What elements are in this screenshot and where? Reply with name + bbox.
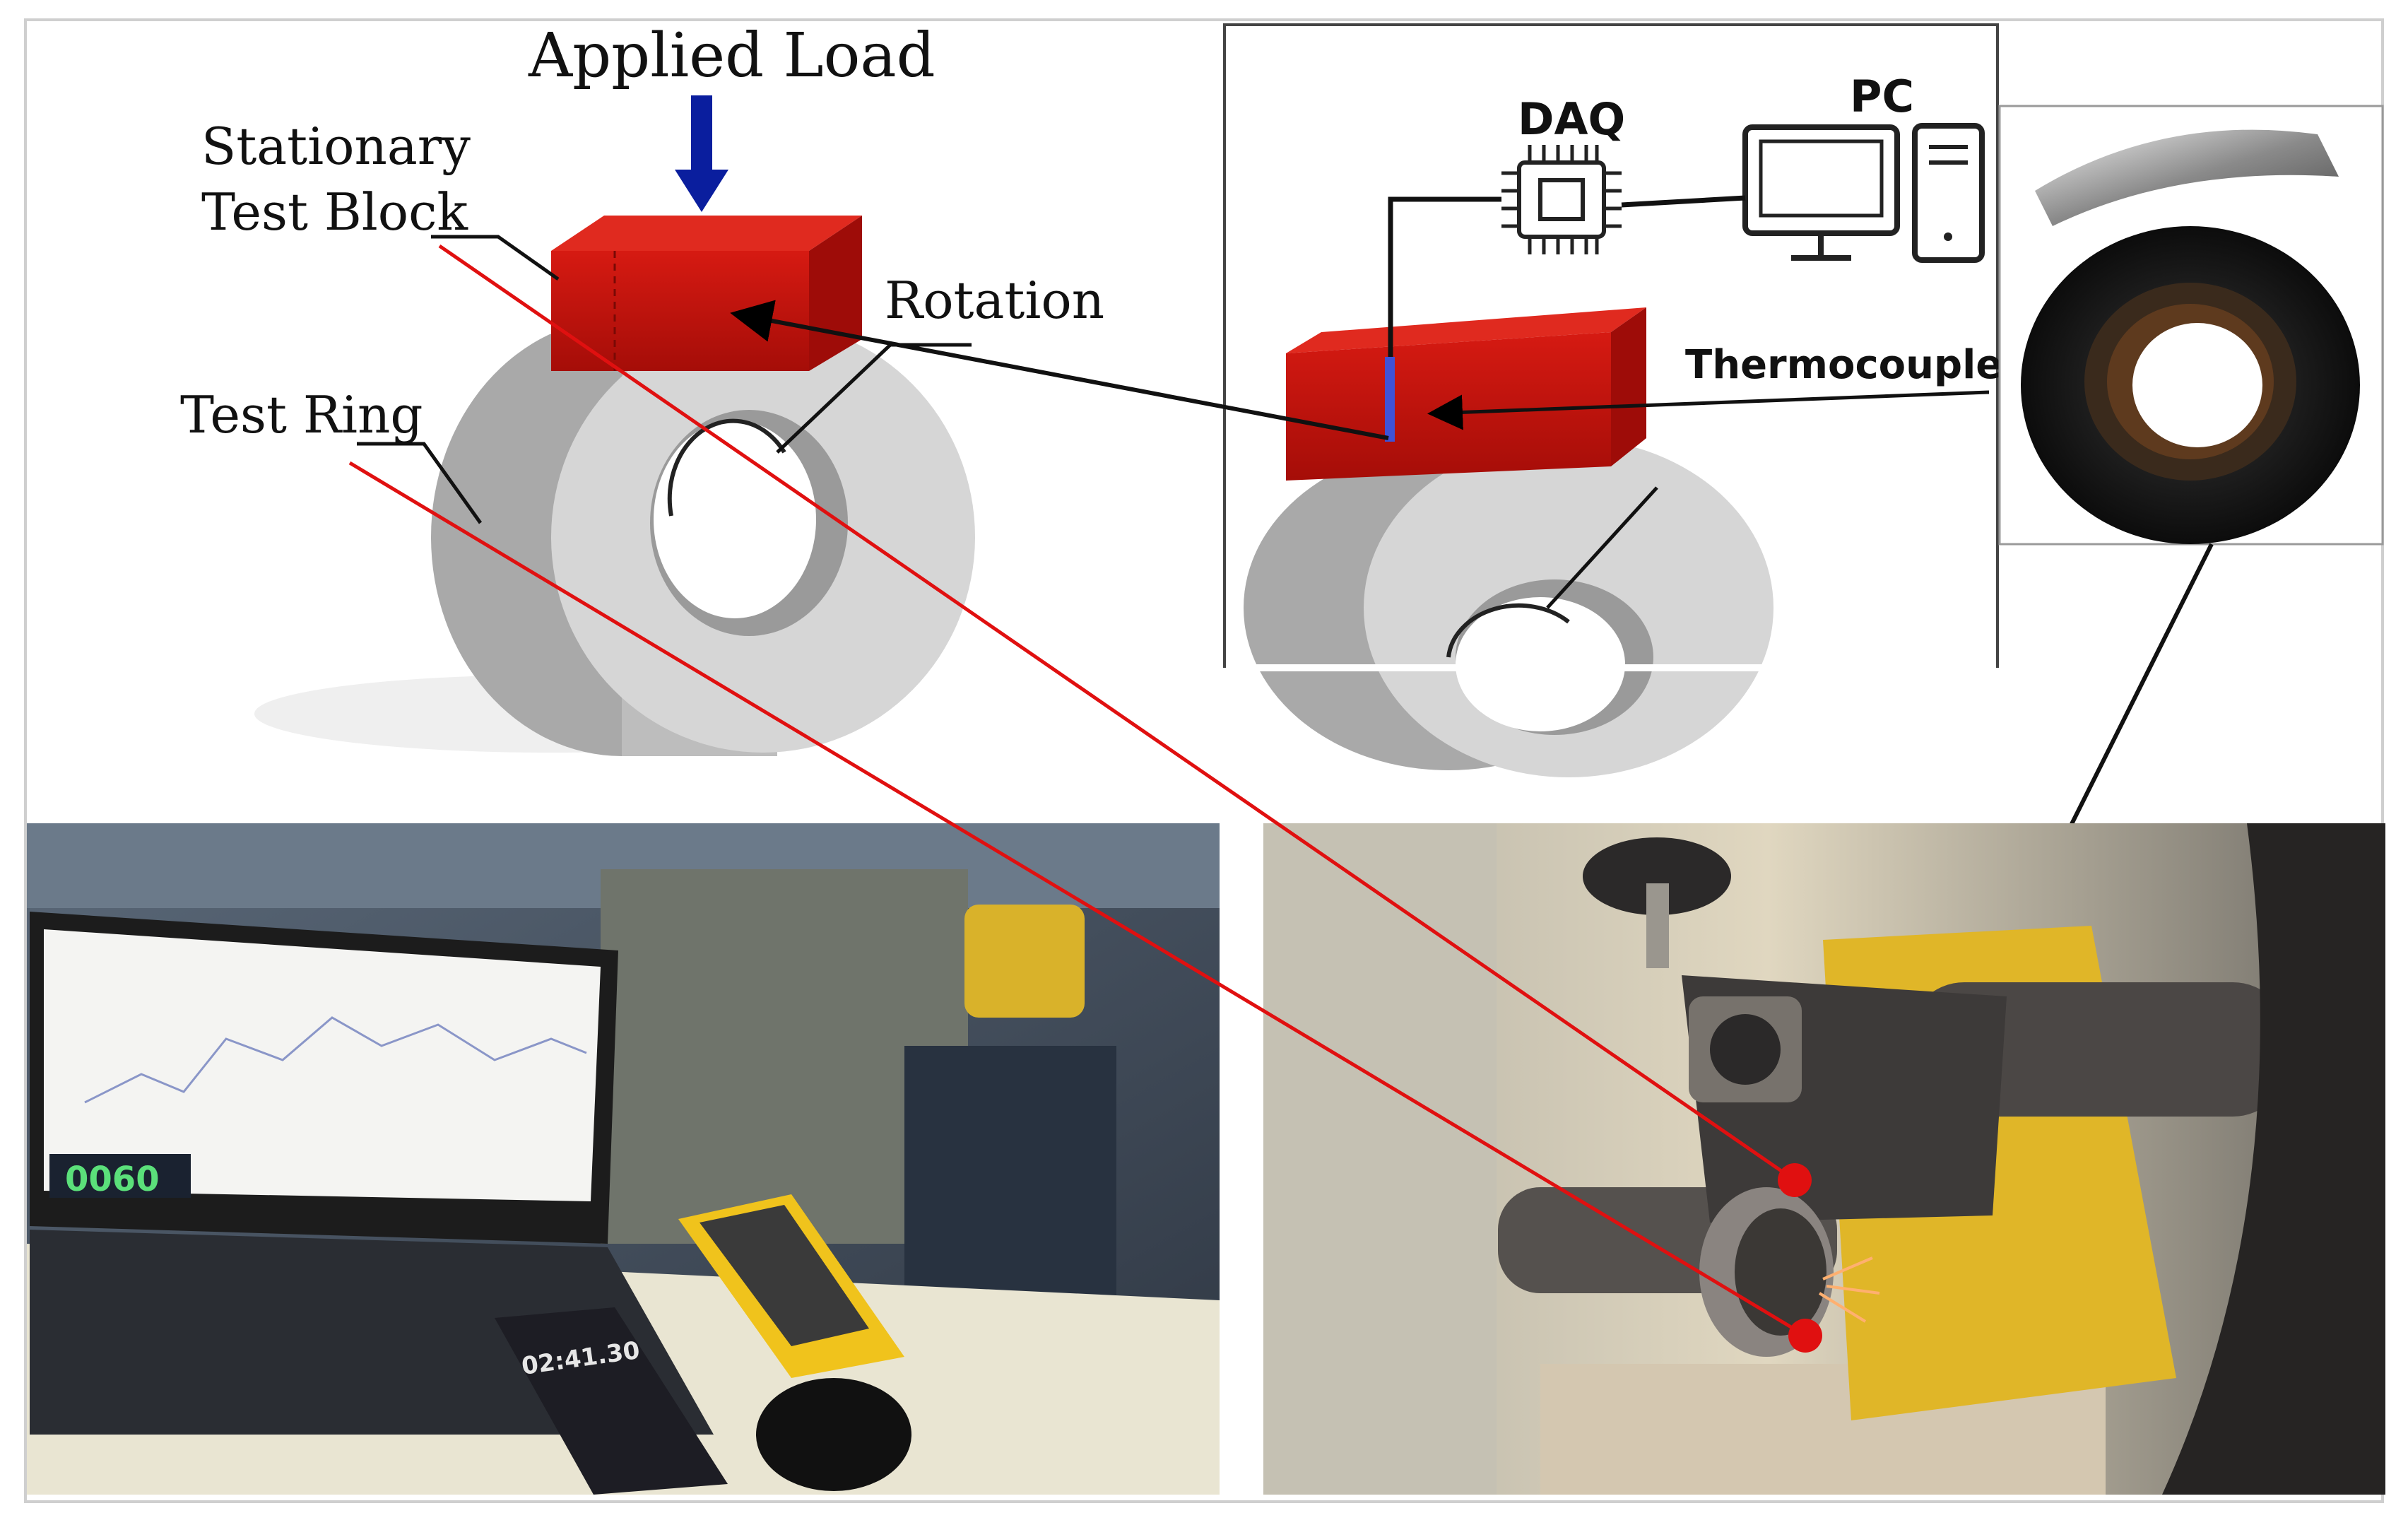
mouse [756, 1378, 911, 1491]
label-stationary-line2: Test Block [201, 182, 468, 242]
chip-icon [1501, 145, 1622, 254]
red-marker-block [1778, 1163, 1812, 1197]
thermocouple-probe [1385, 357, 1395, 442]
lab-setup-photo: 0060 02:41.30 [27, 823, 1220, 1495]
red-connector-block [438, 244, 1796, 1182]
yellow-motor [964, 905, 1085, 1018]
meter-reading: 0060 [65, 1160, 160, 1199]
knob [1583, 837, 1731, 915]
label-rotation: Rotation [885, 271, 1104, 330]
label-pc: PC [1850, 71, 1914, 122]
tower-icon [1912, 123, 1985, 263]
red-marker-ring [1788, 1319, 1822, 1353]
monitor-icon [1742, 124, 1900, 261]
daq-schematic-panel: DAQ PC Thermocouple [1223, 23, 2002, 777]
red-connector-ring [348, 461, 1807, 1338]
label-daq: DAQ [1518, 93, 1625, 145]
test-ring-leader [357, 442, 483, 524]
phone [495, 1307, 728, 1495]
outer-frame [24, 18, 2384, 1503]
block-link-arrow [730, 300, 1389, 440]
label-thermocouple: Thermocouple [1685, 342, 2002, 388]
test-ring-schematic [254, 318, 975, 756]
tribometer-photo [1263, 823, 2385, 1495]
label-test-ring: Test Ring [180, 385, 423, 444]
stationary-leader [431, 235, 560, 281]
block-specimen-photo [2035, 129, 2339, 226]
label-stationary-line1: Stationary [201, 117, 471, 176]
applied-load-arrow [675, 95, 728, 212]
meter-display [49, 1154, 191, 1198]
specimen-photo-panel [1998, 105, 2384, 546]
label-applied-load: Applied Load [528, 20, 936, 91]
stationary-block-schematic [551, 216, 862, 371]
